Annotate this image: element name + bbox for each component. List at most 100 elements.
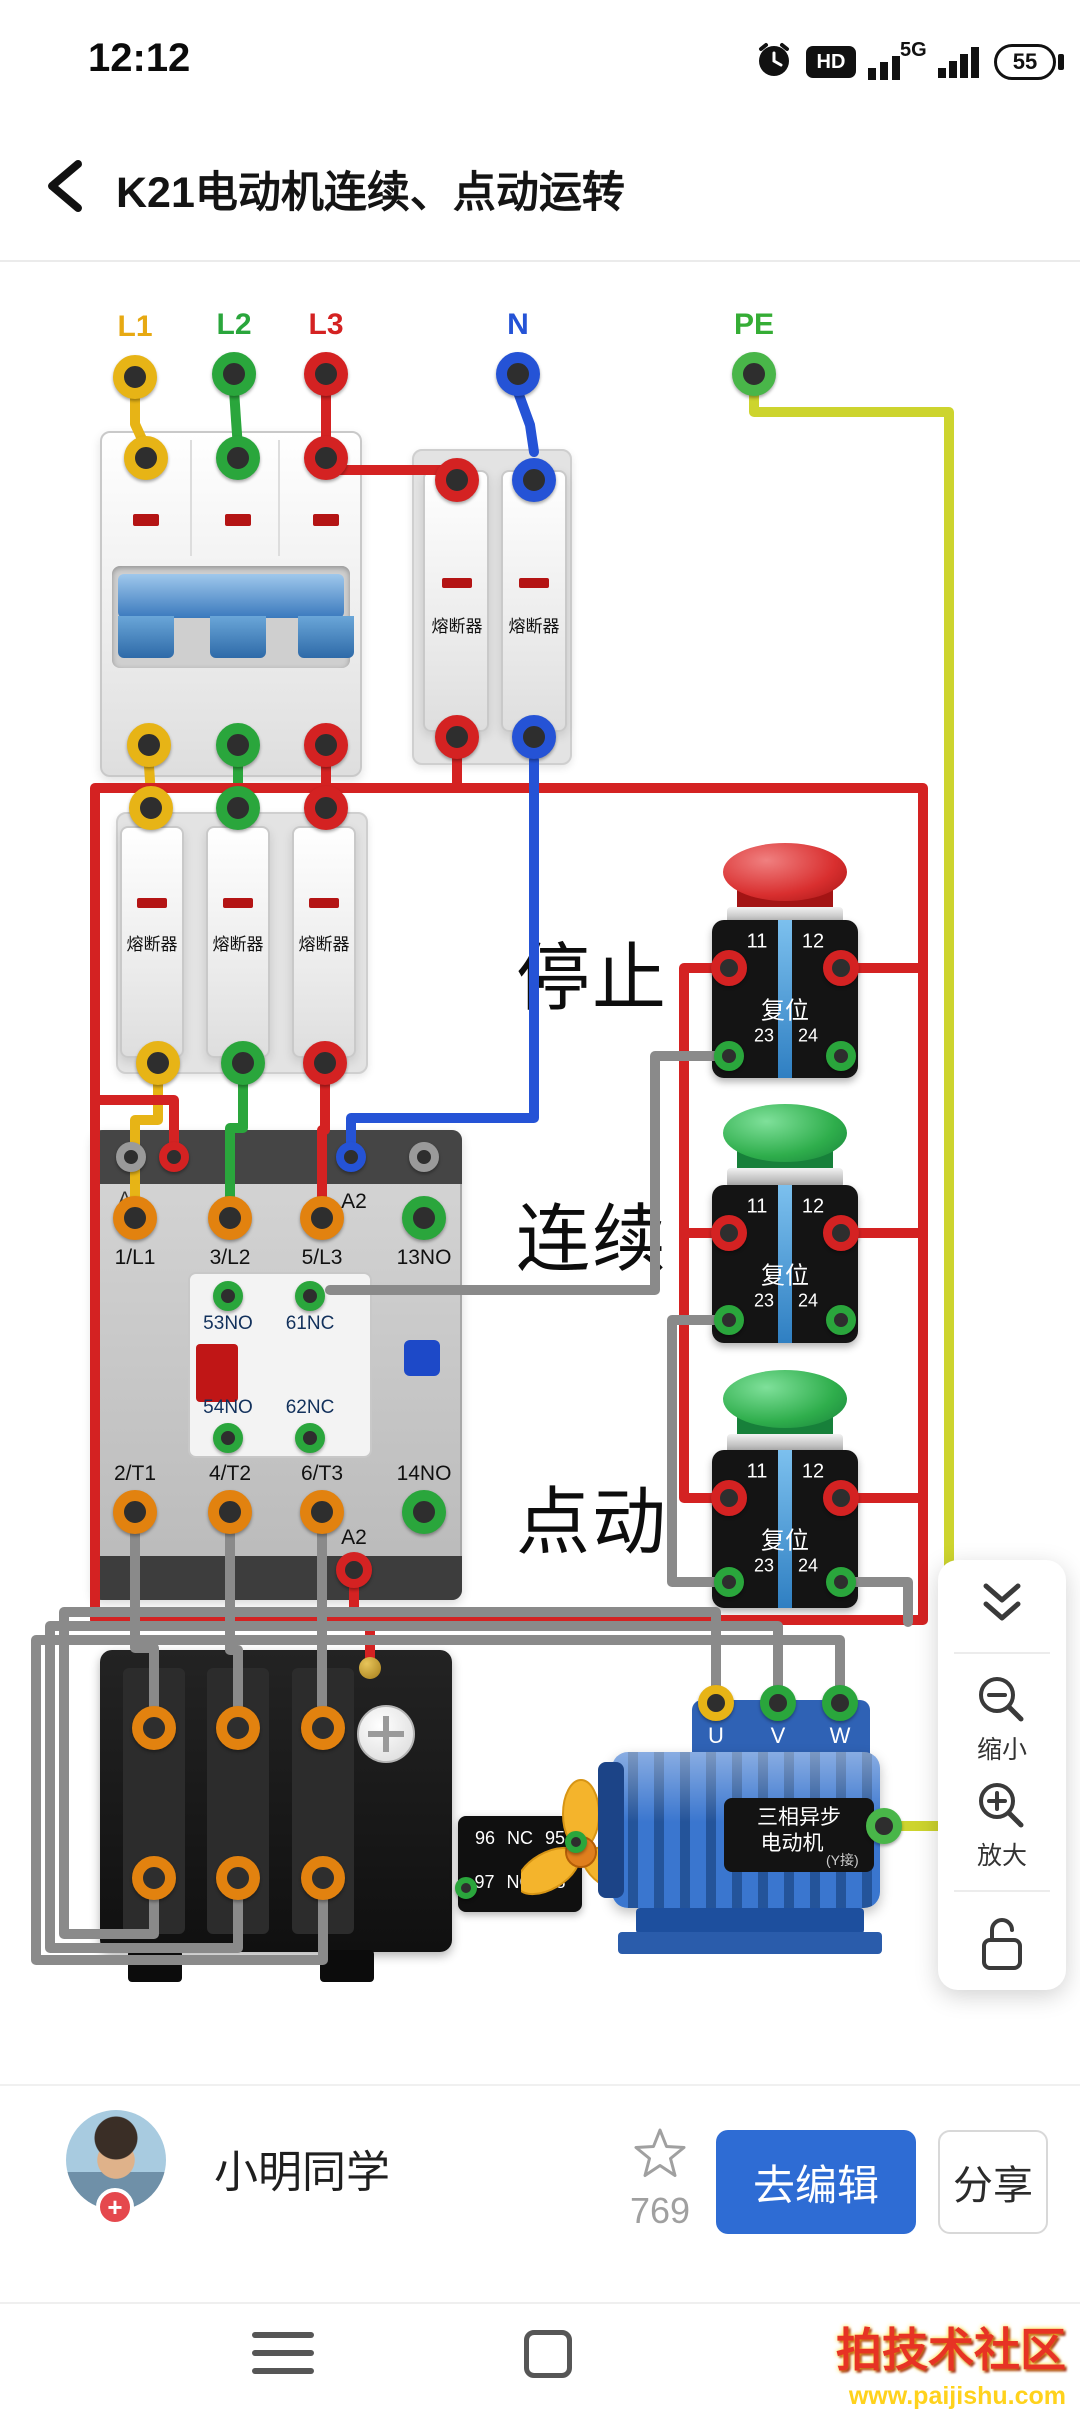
contactor-main-terminal[interactable] — [300, 1196, 344, 1240]
contactor-aux-terminal[interactable] — [295, 1423, 325, 1453]
source-terminal-n[interactable] — [496, 352, 540, 396]
contactor-main-terminal[interactable] — [208, 1196, 252, 1240]
breaker-terminal[interactable] — [216, 723, 260, 767]
contactor-main-terminal[interactable] — [300, 1490, 344, 1534]
overload-terminal[interactable] — [301, 1706, 345, 1750]
star-icon[interactable] — [632, 2126, 688, 2182]
zoom-in-button[interactable] — [972, 1776, 1032, 1834]
contactor-blue-button[interactable] — [404, 1340, 440, 1376]
breaker-terminal[interactable] — [127, 723, 171, 767]
overload-contact-terminal[interactable] — [565, 1831, 587, 1853]
contactor-coil-terminal[interactable] — [159, 1142, 189, 1172]
zoom-in-label[interactable]: 放大 — [976, 1842, 1028, 1870]
fuse-terminal[interactable] — [512, 715, 556, 759]
stop-button-terminal[interactable] — [714, 1041, 744, 1071]
stop-terminal-number: 23 — [753, 1025, 775, 1046]
breaker-terminal[interactable] — [124, 436, 168, 480]
jog-button-terminal[interactable] — [826, 1567, 856, 1597]
run-button-terminal[interactable] — [711, 1215, 747, 1251]
source-terminal-l1[interactable] — [113, 355, 157, 399]
fuse-unit[interactable] — [423, 470, 489, 732]
jog-reset-label: 复位 — [761, 1527, 809, 1555]
share-button[interactable]: 分享 — [938, 2130, 1048, 2234]
fuse-terminal[interactable] — [129, 786, 173, 830]
fuse-terminal[interactable] — [221, 1041, 265, 1085]
motor-terminal-u[interactable] — [698, 1685, 734, 1721]
fuse-terminal[interactable] — [435, 715, 479, 759]
unlock-icon[interactable] — [974, 1912, 1030, 1974]
contactor-coil-terminal[interactable] — [336, 1142, 366, 1172]
stop-button-terminal[interactable] — [826, 1041, 856, 1071]
fuse-terminal[interactable] — [304, 786, 348, 830]
contactor-terminal-label: 2/T1 — [113, 1462, 157, 1485]
recents-nav-icon[interactable] — [252, 2332, 314, 2374]
motor-nameplate-line2: 电动机 — [760, 1832, 824, 1855]
collapse-panel-button[interactable] — [978, 1580, 1026, 1626]
contactor-coil-terminal[interactable] — [409, 1142, 439, 1172]
username: 小明同学 — [214, 2148, 390, 2197]
stop-button-terminal[interactable] — [711, 950, 747, 986]
fuse-indicator — [223, 898, 253, 908]
overload-terminal[interactable] — [132, 1856, 176, 1900]
run-button-cap[interactable] — [723, 1104, 847, 1162]
svg-text:5G: 5G — [900, 39, 926, 61]
contactor-aux-terminal[interactable] — [295, 1281, 325, 1311]
motor-terminal-w[interactable] — [822, 1685, 858, 1721]
source-terminal-l2[interactable] — [212, 352, 256, 396]
run-terminal-number: 11 — [746, 1195, 768, 1218]
overload-terminal[interactable] — [301, 1856, 345, 1900]
motor-terminal-v[interactable] — [760, 1685, 796, 1721]
fuse-indicator — [137, 898, 167, 908]
contactor-no-terminal[interactable] — [402, 1196, 446, 1240]
breaker-terminal[interactable] — [216, 436, 260, 480]
share-button-label: 分享 — [953, 2164, 1033, 2208]
follow-plus-badge[interactable]: + — [96, 2188, 134, 2226]
fuse-terminal[interactable] — [435, 458, 479, 502]
contactor-aux-terminal[interactable] — [213, 1423, 243, 1453]
jog-button-terminal[interactable] — [714, 1567, 744, 1597]
stop-button-terminal[interactable] — [823, 950, 859, 986]
jog-button-terminal[interactable] — [711, 1480, 747, 1516]
contactor-main-terminal[interactable] — [113, 1490, 157, 1534]
run-button-terminal[interactable] — [714, 1305, 744, 1335]
contactor-main-terminal[interactable] — [113, 1196, 157, 1240]
overload-adjust-dial[interactable] — [357, 1705, 415, 1763]
header-divider — [0, 260, 1080, 262]
jog-terminal-number: 24 — [797, 1555, 819, 1576]
fuse-terminal[interactable] — [136, 1041, 180, 1085]
jog-button-terminal[interactable] — [823, 1480, 859, 1516]
jog-button-cap[interactable] — [723, 1370, 847, 1428]
edit-button[interactable]: 去编辑 — [716, 2130, 916, 2234]
contactor-aux-terminal[interactable] — [213, 1281, 243, 1311]
fuse-unit[interactable] — [501, 470, 567, 732]
breaker-terminal[interactable] — [304, 723, 348, 767]
zoom-out-button[interactable] — [972, 1670, 1032, 1728]
overload-contact-terminal[interactable] — [455, 1877, 477, 1899]
run-reset-label: 复位 — [761, 1262, 809, 1290]
panel-divider — [954, 1890, 1050, 1892]
fuse-terminal[interactable] — [512, 458, 556, 502]
breaker-terminal[interactable] — [304, 436, 348, 480]
recents-line — [252, 2368, 314, 2374]
battery-indicator: 55 — [994, 44, 1056, 80]
footer-divider — [0, 2084, 1080, 2086]
contactor-a2-terminal[interactable] — [336, 1552, 372, 1588]
run-button-terminal[interactable] — [826, 1305, 856, 1335]
fuse-terminal[interactable] — [303, 1041, 347, 1085]
overload-terminal[interactable] — [132, 1706, 176, 1750]
fuse-terminal[interactable] — [216, 786, 260, 830]
zoom-out-label[interactable]: 缩小 — [976, 1736, 1028, 1764]
contactor-coil-terminal[interactable] — [116, 1142, 146, 1172]
overload-terminal[interactable] — [216, 1706, 260, 1750]
overload-terminal[interactable] — [216, 1856, 260, 1900]
contactor-no-terminal[interactable] — [402, 1490, 446, 1534]
breaker-handle[interactable] — [118, 574, 344, 618]
run-button-terminal[interactable] — [823, 1215, 859, 1251]
motor-pe-terminal[interactable] — [866, 1808, 902, 1844]
back-button[interactable] — [42, 158, 86, 214]
source-terminal-pe[interactable] — [732, 352, 776, 396]
contactor-main-terminal[interactable] — [208, 1490, 252, 1534]
source-terminal-l3[interactable] — [304, 352, 348, 396]
stop-button-cap[interactable] — [723, 843, 847, 901]
home-nav-icon[interactable] — [524, 2330, 572, 2378]
